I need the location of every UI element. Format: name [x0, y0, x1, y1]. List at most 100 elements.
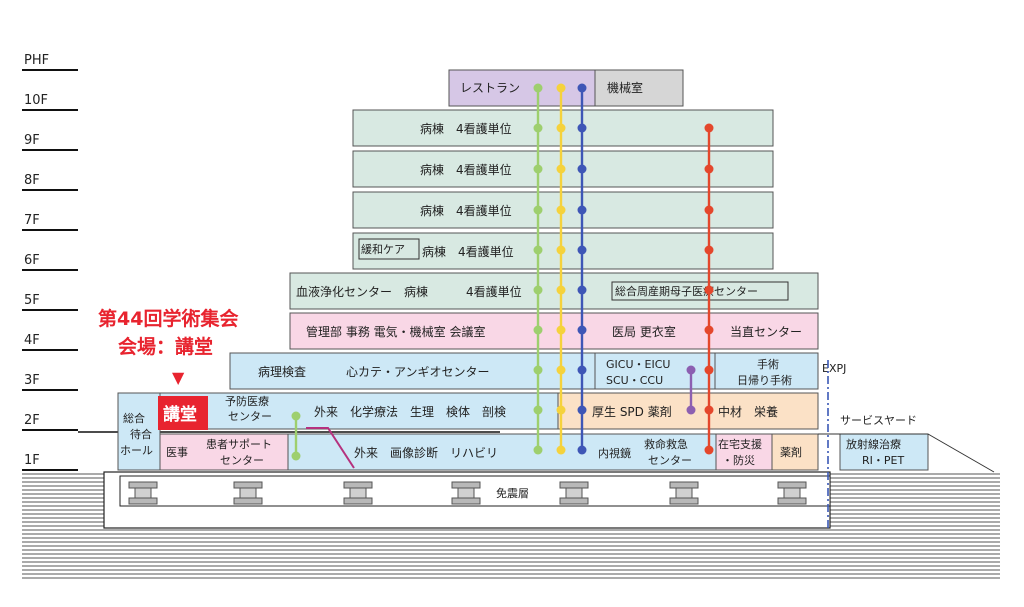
elevator-stop: [577, 445, 587, 455]
elevator-stop: [533, 325, 543, 335]
elevator-stop: [556, 205, 566, 215]
room-surgery-2: 日帰り手術: [737, 373, 792, 387]
floor-label-2f: 2F: [24, 413, 40, 428]
room-ward-5f: 4看護単位: [466, 284, 522, 299]
elevator-stop: [556, 405, 566, 415]
room-support-2: センター: [220, 454, 264, 467]
elevator-stop: [556, 123, 566, 133]
room-hall-3: ホール: [120, 444, 153, 457]
elevator-stop: [577, 285, 587, 295]
floor-label-4f: 4F: [24, 333, 40, 348]
floor-label-1f: 1F: [24, 453, 40, 468]
elevator-stop: [556, 365, 566, 375]
room-1f-clinic: 外来 画像診断 リハビリ: [354, 445, 498, 460]
elevator-stop: [556, 83, 566, 93]
room-ward-8f: 病棟 4看護単位: [420, 162, 512, 177]
seismic-label: 免震層: [496, 486, 529, 500]
elevator-stop: [704, 245, 714, 255]
room-homecare-1: 在宅支援: [718, 437, 762, 451]
elevator-lines: [291, 83, 714, 469]
callout-arrow: ▼: [172, 368, 185, 387]
elevator-stop: [577, 83, 587, 93]
room-pharmacy: 薬剤: [780, 445, 802, 459]
elevator-stop: [556, 445, 566, 455]
elevator-stop: [686, 405, 696, 415]
isolation-bearing: [128, 481, 158, 505]
elevator-stop: [577, 365, 587, 375]
room-support-1: 患者サポート: [206, 438, 272, 451]
elevator-stop: [704, 365, 714, 375]
room-dialysis: 血液浄化センター 病棟: [296, 284, 428, 299]
room-hall-1: 総合: [123, 411, 145, 425]
isolation-bearing: [559, 481, 589, 505]
elevator-stop: [577, 205, 587, 215]
isolation-bearing: [451, 481, 481, 505]
room-perinatal: 総合周産期母子医療センター: [615, 284, 758, 298]
elevator-stop: [533, 123, 543, 133]
elevator-stop: [704, 123, 714, 133]
room-emergency-1: 救命救急: [644, 437, 688, 451]
label-service-yard: サービスヤード: [840, 414, 917, 427]
callout-venue: 会場：講堂: [118, 335, 213, 358]
room-palliative: 緩和ケア: [361, 243, 405, 256]
elevator-stop: [577, 164, 587, 174]
floor-label-7f: 7F: [24, 213, 40, 228]
ground-hatch: [22, 473, 1000, 579]
room-medical-affairs: 医事: [166, 446, 188, 459]
room-prevent-1: 予防医療: [225, 394, 269, 408]
elevator-stop: [704, 164, 714, 174]
room-pathology: 病理検査: [258, 364, 306, 379]
room-endoscopy: 内視鏡: [598, 446, 631, 460]
room-4f-medical: 医局 更衣室: [612, 324, 676, 339]
isolation-bearing: [669, 481, 699, 505]
elevator-stop: [291, 451, 301, 461]
room-radiation-1: 放射線治療: [846, 437, 901, 451]
elevator-stop: [704, 285, 714, 295]
elevator-stop: [686, 365, 696, 375]
room-2f-supply: 中材 栄養: [718, 404, 778, 419]
floor-label-3f: 3F: [24, 373, 40, 388]
room-machine: 機械室: [607, 80, 643, 95]
auditorium-badge: [158, 396, 208, 430]
room-emergency-2: センター: [648, 454, 692, 467]
floor-label-8f: 8F: [24, 173, 40, 188]
room-4f-duty: 当直センター: [730, 325, 802, 339]
elevator-stop: [704, 205, 714, 215]
elevator-stop: [533, 405, 543, 415]
floor-label-6f: 6F: [24, 253, 40, 268]
elevator-stop: [556, 285, 566, 295]
elevator-stop: [533, 164, 543, 174]
elevator-stop: [533, 285, 543, 295]
elevator-stop: [533, 365, 543, 375]
room-ward-9f: 病棟 4看護単位: [420, 121, 512, 136]
seismic-isolation-layer: 免震層: [103, 471, 831, 529]
floor-label-5f: 5F: [24, 293, 40, 308]
room-prevent-2: センター: [228, 410, 272, 423]
room-restaurant: レストラン: [460, 81, 520, 95]
elevator-stop: [704, 325, 714, 335]
elevator-stop: [577, 245, 587, 255]
isolation-bearings: [128, 481, 807, 505]
room-cath: 心カテ・アンギオセンター: [346, 365, 490, 379]
elevator-stop: [533, 205, 543, 215]
room-2f-clinic: 外来 化学療法 生理 検体 剖検: [314, 404, 506, 419]
room-icu-1: GICU・EICU: [606, 358, 670, 371]
elevator-stop: [291, 411, 301, 421]
room-ward-7f: 病棟 4看護単位: [420, 203, 512, 218]
room-icu-2: SCU・CCU: [606, 374, 663, 387]
elevator-stop: [533, 245, 543, 255]
floor-label-phf: PHF: [24, 53, 49, 68]
isolation-bearing: [777, 481, 807, 505]
elevator-stop: [556, 325, 566, 335]
elevator-stop: [577, 123, 587, 133]
room-hall-2: 待合: [130, 427, 152, 441]
room-surgery-1: 手術: [757, 357, 779, 371]
elevator-stop: [704, 445, 714, 455]
room-2f-welfare: 厚生 SPD 薬剤: [592, 404, 672, 419]
elevator-stop: [533, 445, 543, 455]
floor-label-10f: 10F: [24, 93, 48, 108]
room-homecare-2: ・防災: [722, 453, 755, 467]
elevator-stop: [556, 245, 566, 255]
room-4f-admin: 管理部 事務 電気・機械室 会議室: [306, 324, 485, 339]
